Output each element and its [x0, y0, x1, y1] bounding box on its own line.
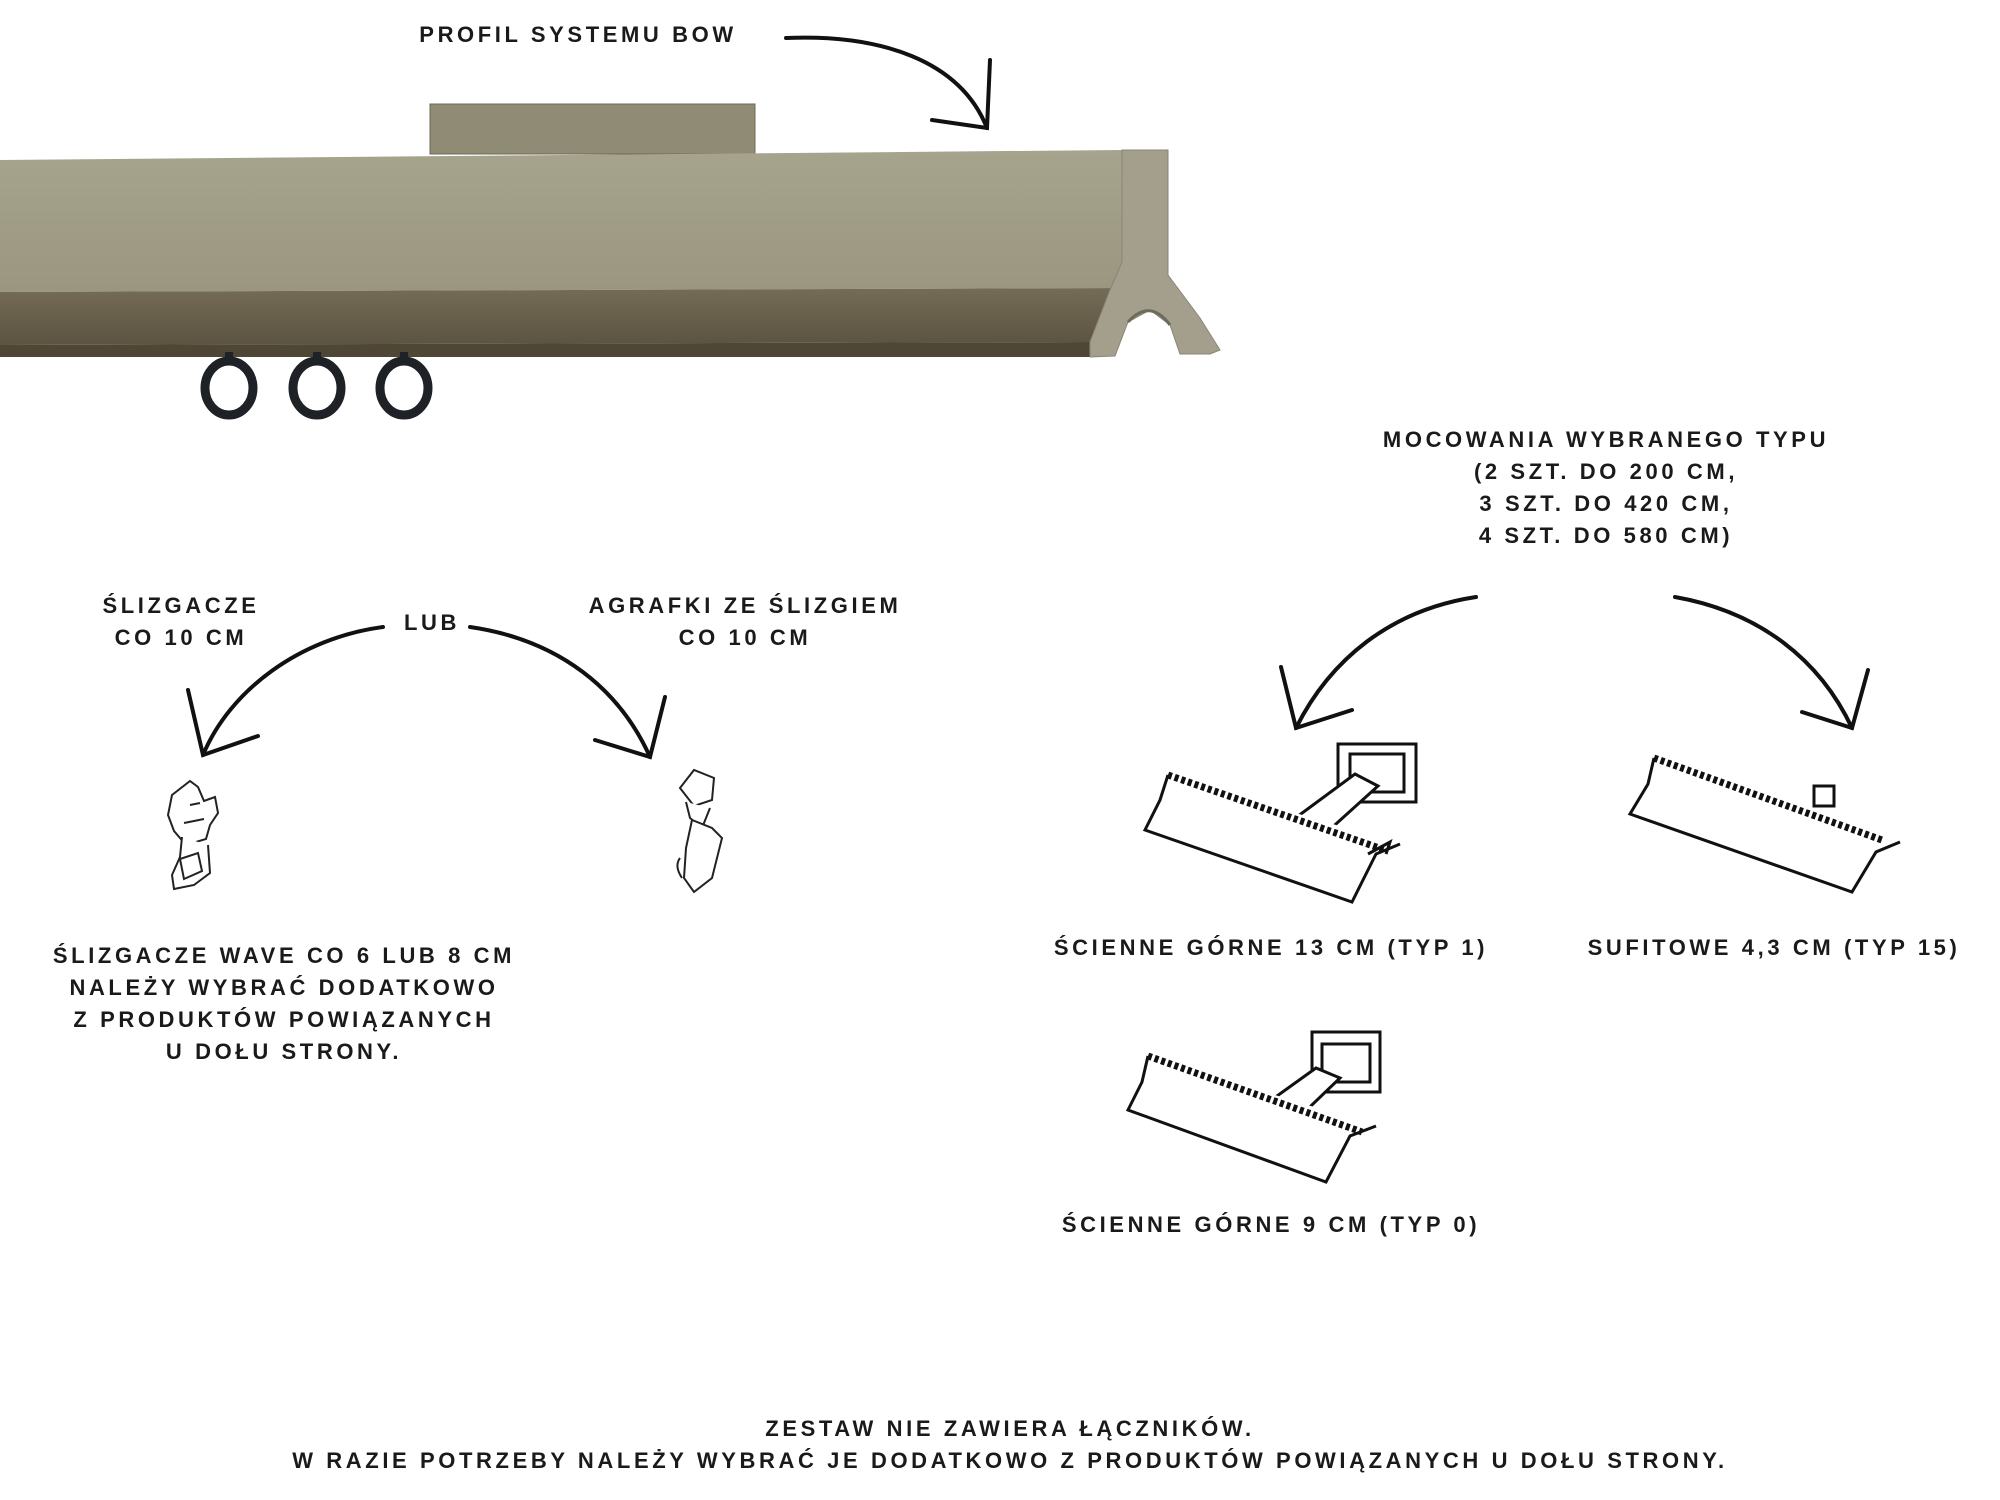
- mounts-header-line: 3 SZT. DO 420 CM,: [1479, 491, 1733, 516]
- wall-mount-9cm-image: [1125, 1030, 1382, 1184]
- profile-label: PROFIL SYSTEMU BOW: [419, 22, 737, 47]
- hook-clip-icon: [676, 768, 724, 894]
- mounts-header-line: (2 SZT. DO 200 CM,: [1473, 459, 1739, 484]
- rail-profile-image: [0, 103, 1221, 420]
- rail-top-block: [429, 103, 756, 155]
- glider-clip-icon: [166, 779, 220, 891]
- wall-mount-13cm-image: [1142, 742, 1418, 904]
- mounts-header-line: 4 SZT. DO 580 CM): [1478, 523, 1734, 548]
- arrow-icon: [1279, 595, 1478, 731]
- arrow-icon: [186, 625, 385, 758]
- footer-line: ZESTAW NIE ZAWIERA ŁĄCZNIKÓW.: [765, 1416, 1255, 1441]
- mounts-header: MOCOWANIA WYBRANEGO TYPU (2 SZT. DO 200 …: [1383, 424, 1829, 552]
- gliders-label-line: ŚLIZGACZE: [102, 593, 260, 618]
- mount-label-typ1: ŚCIENNE GÓRNE 13 CM (TYP 1): [1053, 935, 1489, 960]
- hooks-label-line: AGRAFKI ZE ŚLIZGIEM: [588, 593, 902, 618]
- hooks-label: AGRAFKI ZE ŚLIZGIEM CO 10 CM: [589, 590, 902, 654]
- wave-note-line: U DOŁU STRONY.: [165, 1039, 403, 1064]
- gliders-label: ŚLIZGACZE CO 10 CM: [102, 590, 259, 654]
- arrow-icon: [468, 625, 667, 760]
- or-label: LUB: [403, 610, 461, 635]
- hooks-label-line: CO 10 CM: [678, 625, 812, 650]
- mounts-header-line: MOCOWANIA WYBRANEGO TYPU: [1382, 427, 1830, 452]
- footer-line: W RAZIE POTRZEBY NALEŻY WYBRAĆ JE DODATK…: [292, 1448, 1728, 1473]
- ring-icon: [375, 352, 433, 420]
- wave-note-line: ŚLIZGACZE WAVE CO 6 LUB 8 CM: [52, 943, 516, 968]
- arrow-icon: [784, 35, 992, 131]
- mount-label-typ15: SUFITOWE 4,3 CM (TYP 15): [1587, 935, 1961, 960]
- wave-gliders-note: ŚLIZGACZE WAVE CO 6 LUB 8 CM NALEŻY WYBR…: [53, 940, 515, 1068]
- mount-label-typ0: ŚCIENNE GÓRNE 9 CM (TYP 0): [1061, 1212, 1481, 1237]
- ring-icon: [200, 352, 258, 420]
- footer-note: ZESTAW NIE ZAWIERA ŁĄCZNIKÓW. W RAZIE PO…: [292, 1413, 1728, 1477]
- wave-note-line: NALEŻY WYBRAĆ DODATKOWO: [69, 975, 499, 1000]
- ceiling-mount-4-3cm-image: [1627, 754, 1901, 894]
- rail-bottom-edge: [0, 342, 1090, 357]
- rail-lower-band: [0, 288, 1122, 345]
- wave-note-line: Z PRODUKTÓW POWIĄZANYCH: [73, 1007, 495, 1032]
- arrow-icon: [1673, 595, 1870, 731]
- ring-icon: [288, 352, 346, 420]
- rail-front-face: [0, 150, 1122, 292]
- rail-end-cap: [1089, 149, 1221, 358]
- gliders-label-line: CO 10 CM: [114, 625, 248, 650]
